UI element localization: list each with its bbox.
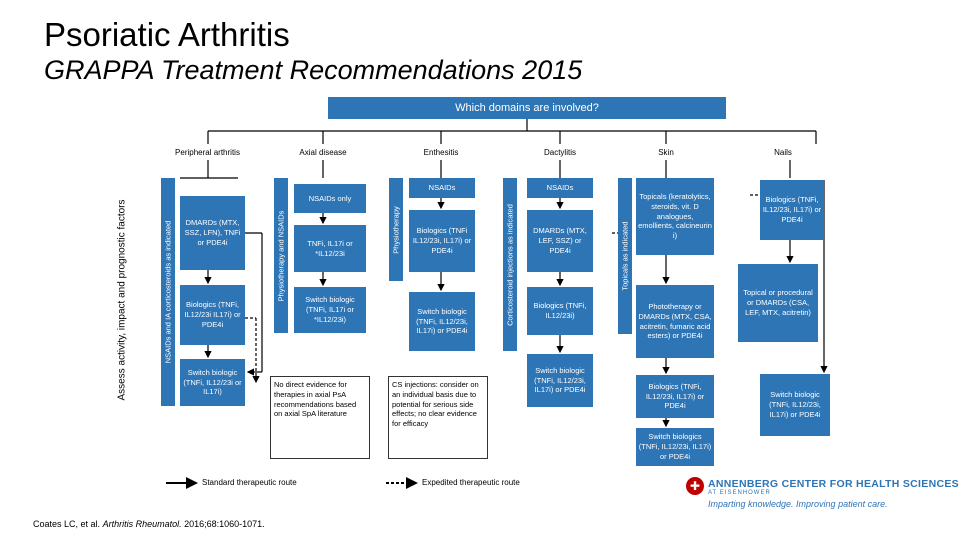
legend-standard-route: Standard therapeutic route <box>202 478 297 487</box>
vertical-bar-enthesitis-label: Physiotherapy <box>391 205 401 254</box>
skin-switch-biologics-box: Switch biologics (TNFi, IL12/23i, IL17i)… <box>636 428 714 466</box>
dactylitis-biologics-box: Biologics (TNFi, IL12/23i) <box>527 287 593 335</box>
citation-journal: Arthritis Rheumatol. <box>102 519 182 529</box>
enthesitis-cs-injections-note: CS injections: consider on an individual… <box>388 376 488 459</box>
citation-authors: Coates LC, et al. <box>33 519 101 529</box>
peripheral-switch-biologic-box: Switch biologic (TNFi, IL12/23i or IL17i… <box>180 359 245 406</box>
logo-tagline: Imparting knowledge. Improving patient c… <box>708 499 888 509</box>
logo-sub: AT EISENHOWER <box>708 490 771 496</box>
skin-topicals-box: Topicals (keratolytics, steroids, vit. D… <box>636 178 714 255</box>
nails-topical-procedural-box: Topical or procedural or DMARDs (CSA, LE… <box>738 264 818 342</box>
domain-nails: Nails <box>774 148 792 157</box>
axial-evidence-note: No direct evidence for therapies in axia… <box>270 376 370 459</box>
vertical-bar-axial: Physiotherapy and NSAIDs <box>274 178 288 333</box>
side-label: Assess activity, impact and prognostic f… <box>116 199 128 401</box>
vertical-bar-peripheral-label: NSAIDs and IA corticosteroids as indicat… <box>163 220 173 364</box>
page-subtitle: GRAPPA Treatment Recommendations 2015 <box>44 55 583 85</box>
domain-skin: Skin <box>658 148 674 157</box>
peripheral-biologics-box: Biologics (TNFi, IL12/23i IL17i) or PDE4… <box>180 285 245 345</box>
legend-expedited-route: Expedited therapeutic route <box>422 478 520 487</box>
logo-name: ANNENBERG CENTER FOR HEALTH SCIENCES <box>708 478 959 490</box>
dactylitis-nsaids-box: NSAIDs <box>527 178 593 198</box>
citation-ref: 2016;68:1060-1071. <box>184 519 265 529</box>
vertical-bar-dactylitis: Corticosteroid injections as indicated <box>503 178 517 351</box>
domain-dactylitis: Dactylitis <box>543 148 576 157</box>
vertical-bar-peripheral: NSAIDs and IA corticosteroids as indicat… <box>161 178 175 406</box>
dactylitis-switch-biologic-box: Switch biologic (TNFi, IL12/23i, IL17i) … <box>527 354 593 407</box>
nails-switch-biologic-box: Switch biologic (TNFi, IL12/23i, IL17i) … <box>760 374 830 436</box>
domain-axial-disease: Axial disease <box>299 148 347 157</box>
vertical-bar-dactylitis-label: Corticosteroid injections as indicated <box>505 203 515 326</box>
domain-peripheral-arthritis: Peripheral arthritis <box>175 148 240 157</box>
enthesitis-biologics-box: Biologics (TNFi IL12/23i, IL17i) or PDE4… <box>409 210 475 272</box>
domain-enthesitis: Enthesitis <box>423 148 459 157</box>
peripheral-dmards-box: DMARDs (MTX, SSZ, LFN), TNFi or PDE4i <box>180 196 245 270</box>
dactylitis-dmards-box: DMARDs (MTX, LEF, SSZ) or PDE4i <box>527 210 593 272</box>
vertical-bar-skin-label: Topicals as indicated <box>620 221 630 291</box>
axial-switch-biologic-box: Switch biologic (TNFi, IL17i or *IL12/23… <box>294 287 366 333</box>
page-title: Psoriatic Arthritis <box>44 16 290 53</box>
citation: Coates LC, et al. Arthritis Rheumatol. 2… <box>33 519 265 529</box>
vertical-bar-skin: Topicals as indicated <box>618 178 632 334</box>
axial-nsaids-box: NSAIDs only <box>294 184 366 213</box>
vertical-bar-axial-label: Physiotherapy and NSAIDs <box>276 210 286 301</box>
question-banner: Which domains are involved? <box>328 97 726 119</box>
vertical-bar-enthesitis: Physiotherapy <box>389 178 403 281</box>
axial-tnfi-box: TNFi, IL17i or *IL12/23i <box>294 225 366 272</box>
annenberg-seal-icon: ✚ <box>686 477 704 495</box>
nails-biologics-box: Biologics (TNFi, IL12/23i, IL17i) or PDE… <box>760 180 824 240</box>
skin-phototherapy-box: Phototherapy or DMARDs (MTX, CSA, acitre… <box>636 285 714 358</box>
skin-biologics-box: Biologics (TNFi, IL12/23i, IL17i) or PDE… <box>636 375 714 418</box>
enthesitis-nsaids-box: NSAIDs <box>409 178 475 198</box>
enthesitis-switch-biologic-box: Switch biologic (TNFi, IL12/23i, IL17i) … <box>409 292 475 351</box>
